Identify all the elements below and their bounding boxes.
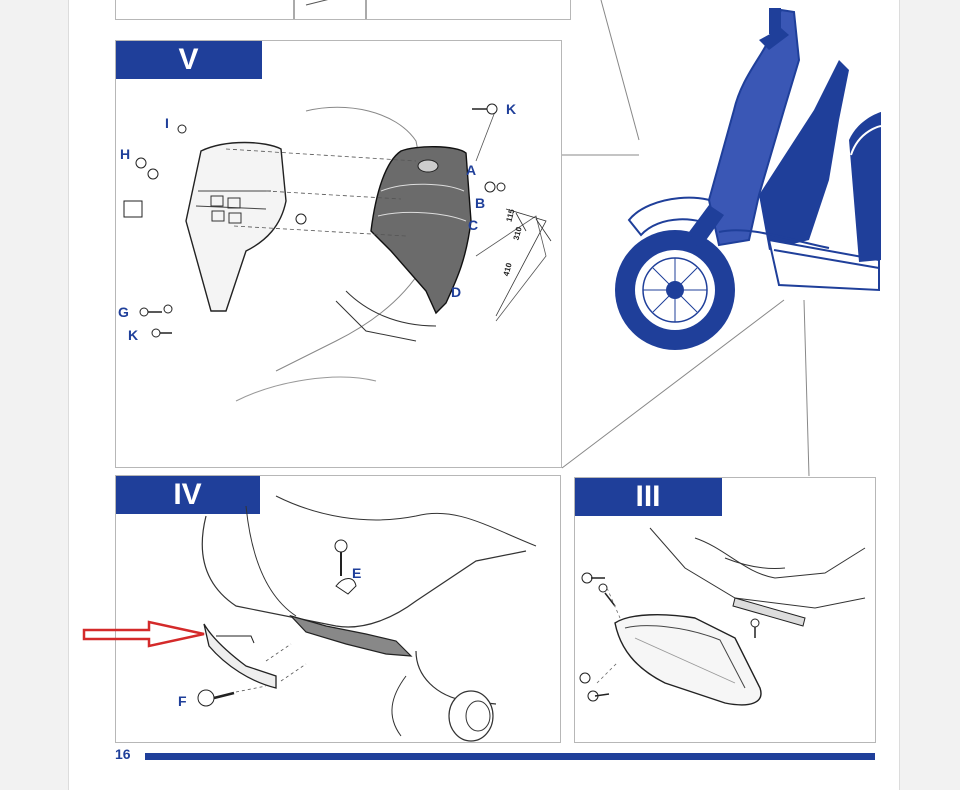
side-cover-exploded-drawing: [197, 495, 537, 742]
manual-page: V: [68, 0, 900, 790]
footer-bar: [145, 753, 875, 760]
section-iv-label: IV: [116, 476, 260, 514]
page-number: 16: [115, 746, 131, 762]
section-iv-panel: IV E F: [115, 475, 561, 743]
callout-i: I: [165, 115, 169, 131]
callout-c: C: [468, 217, 479, 233]
callout-g: G: [118, 304, 129, 320]
callout-k-top: K: [506, 101, 517, 117]
previous-section-drawing: [293, 0, 367, 19]
red-pointer-arrow: [82, 620, 205, 648]
previous-section-panel: [115, 0, 571, 20]
section-v-panel: V: [115, 40, 562, 468]
callout-b: B: [475, 195, 486, 211]
callout-d: D: [451, 284, 462, 300]
floor-panel-exploded-drawing: [579, 527, 866, 706]
scooter-illustration: [561, 0, 882, 477]
section-iii-panel: III: [574, 477, 876, 743]
callout-h: H: [120, 146, 131, 162]
callout-a: A: [466, 162, 477, 178]
front-panel-exploded-drawing: [123, 103, 552, 402]
callout-e: E: [352, 565, 362, 581]
callout-f: F: [178, 693, 187, 709]
callout-k-bottom: K: [128, 327, 139, 343]
section-v-label: V: [116, 41, 262, 79]
section-iii-label: III: [575, 478, 722, 516]
